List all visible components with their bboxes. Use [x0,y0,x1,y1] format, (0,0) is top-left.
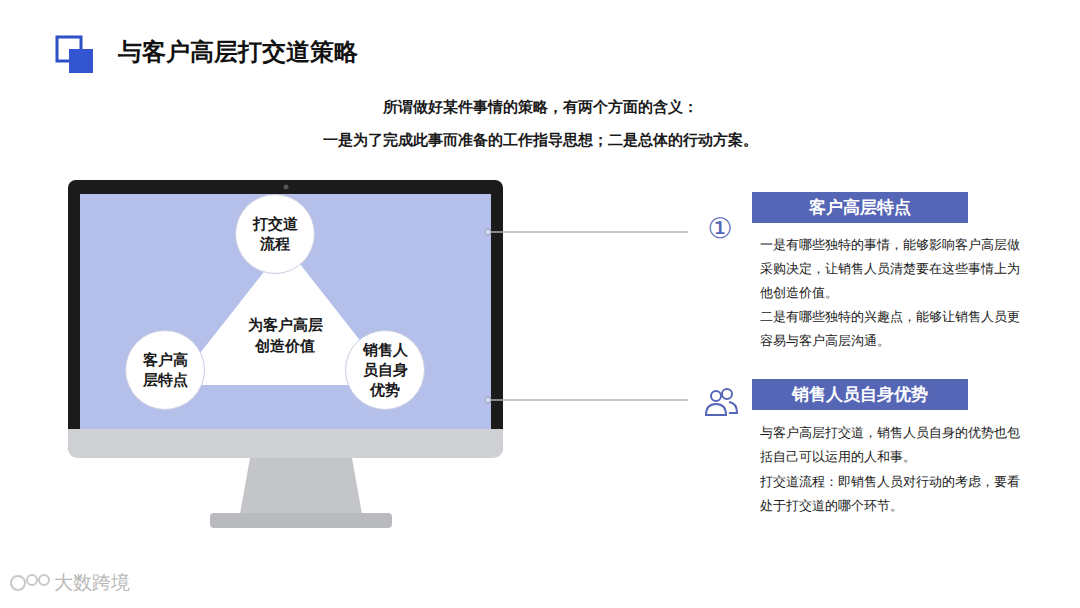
page-title: 与客户高层打交道策略 [118,36,358,68]
callout-number: ① [703,212,737,246]
body-text: 打交道流程：即销售人员对行动的考虑，要看处于打交道的哪个环节。 [760,470,1032,518]
monitor-frame [68,180,503,455]
subtitle: 一是为了完成此事而准备的工作指导思想；二是总体的行动方案。 [0,131,1080,150]
body-text: 一是有哪些独特的事情，能够影响客户高层做采购决定，让销售人员清楚要在这些事情上为… [760,233,1032,305]
node-text: 客户高层特点 [809,196,911,219]
subtitle: 所谓做好某件事情的策略，有两个方面的含义： [0,98,1080,117]
people-icon [706,389,737,415]
node-text: 打交道流程 [251,214,299,254]
monitor-base [210,513,392,528]
leader-line [488,399,688,401]
heading-band: 客户高层特点 [752,192,968,223]
title-icon [69,49,93,73]
body-text: 与客户高层打交道，销售人员自身的优势也包括自己可以运用的人和事。 [760,421,1032,469]
leader-line [488,231,688,233]
leader-dot [485,229,491,235]
leader-dot [485,397,491,403]
watermark-logo [11,575,49,590]
node-text: 客户高层特点 [141,350,189,390]
node-text: 销售人员自身优势 [361,340,409,400]
process-circle: 打交道流程 [235,194,315,274]
process-circle: 销售人员自身优势 [345,330,425,410]
camera [284,185,289,190]
body-text: 二是有哪些独特的兴趣点，能够让销售人员更容易与客户高层沟通。 [760,305,1032,353]
watermark: 大数跨境 [54,570,130,596]
monitor-chin [68,429,503,458]
heading-band: 销售人员自身优势 [752,379,968,410]
monitor-stand [240,458,362,514]
process-circle: 客户高层特点 [125,330,205,410]
monitor-screen [80,194,491,429]
node-text: 为客户高层创造价值 [245,315,325,357]
node-text: 销售人员自身优势 [792,383,928,406]
